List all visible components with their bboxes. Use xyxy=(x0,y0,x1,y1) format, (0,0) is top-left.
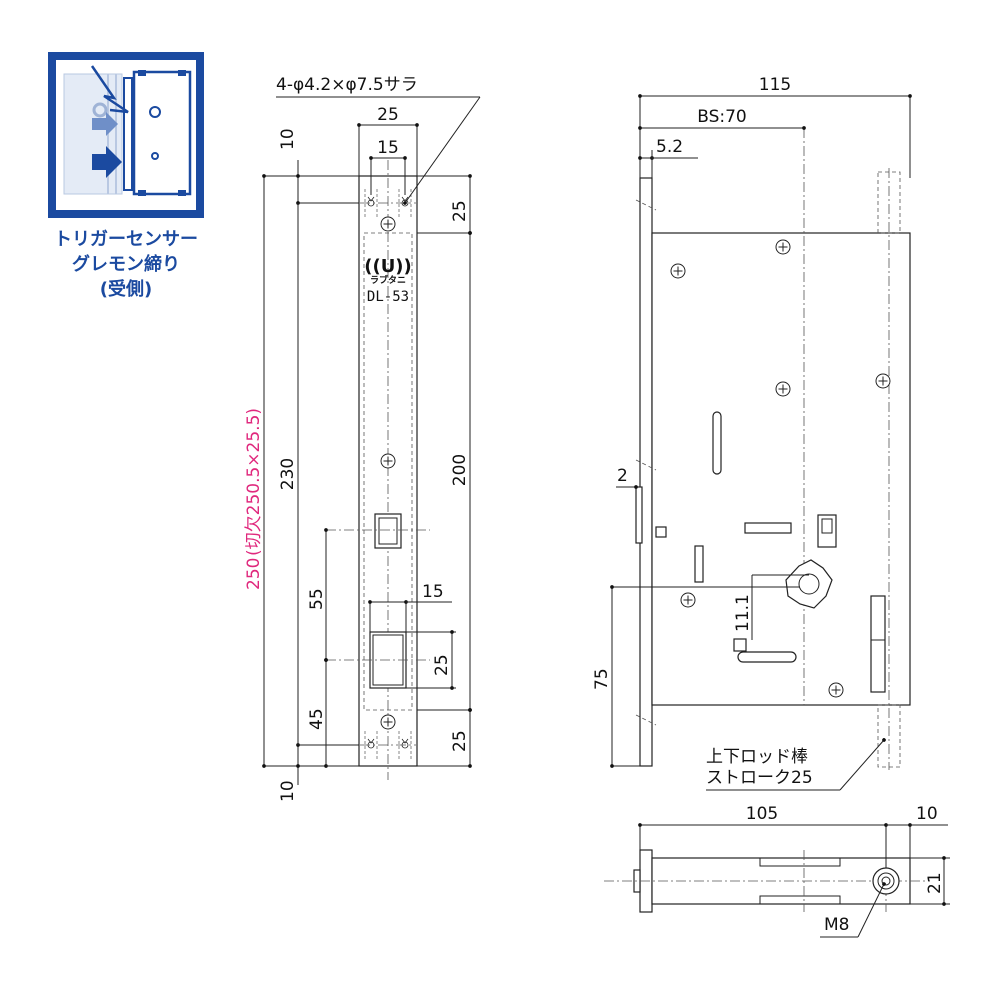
dim-height-230: 230 xyxy=(278,458,298,490)
rod-label-line2: ストローク25 xyxy=(706,768,813,788)
dim-width-105: 105 xyxy=(746,804,778,824)
latch-bar xyxy=(744,522,792,534)
screw-icon xyxy=(680,592,696,608)
lock-body xyxy=(651,232,911,706)
screw-icon xyxy=(828,682,844,698)
slot-upper xyxy=(712,411,722,475)
hole-spec: 4-φ4.2×φ7.5サラ xyxy=(276,75,418,95)
thread-label: M8 xyxy=(824,915,849,935)
badge-line2: グレモン締り xyxy=(72,253,180,275)
dim-25-window: 25 xyxy=(432,654,452,676)
feature-badge: トリガーセンサー グレモン締り (受側) xyxy=(48,52,204,300)
dim-15-window: 15 xyxy=(422,582,444,602)
dim-bottom-10: 10 xyxy=(278,780,298,802)
dim-top-10: 10 xyxy=(278,128,298,150)
dim-bottom-25: 25 xyxy=(450,730,470,752)
side-view: 115 BS:70 5.2 2 11.1 75 上下ロッド棒 ストローク25 xyxy=(592,75,912,791)
screw-icon xyxy=(380,216,396,232)
star-hub xyxy=(785,559,833,609)
dim-45: 45 xyxy=(307,708,327,730)
small-latch xyxy=(694,545,704,583)
cutout-spec: (切欠250.5×25.5) xyxy=(244,408,264,556)
slot-lower xyxy=(737,651,797,663)
badge-line1: トリガーセンサー xyxy=(54,229,198,250)
dim-55: 55 xyxy=(307,588,327,610)
faceplate xyxy=(639,177,653,767)
svg-text:ラブタニ: ラブタニ xyxy=(370,274,406,286)
svg-text:((U)): ((U)) xyxy=(364,256,412,277)
rod-label-line1: 上下ロッド棒 xyxy=(706,747,808,767)
brand-logo: ((U)) ラブタニ xyxy=(364,256,412,286)
screw-icon xyxy=(380,453,396,469)
screw-icon xyxy=(670,263,686,279)
screw-icon xyxy=(875,373,891,389)
model-label: DL-53 xyxy=(367,289,409,305)
screw-icon xyxy=(775,239,791,255)
rod-thread-icon xyxy=(872,867,900,895)
bolt-plate xyxy=(870,595,886,693)
dim-pitch-200: 200 xyxy=(450,454,470,486)
sensor-block xyxy=(817,514,837,548)
dim-pitch-15: 15 xyxy=(377,138,399,158)
dim-backset: BS:70 xyxy=(697,107,747,127)
screw-icon xyxy=(775,381,791,397)
front-view: ((U)) ラブタニ DL-53 25 15 4-φ4.2×φ7.5サラ xyxy=(244,75,481,802)
screw-icon xyxy=(380,714,396,730)
dim-width-25: 25 xyxy=(377,105,399,125)
badge-line3: (受側) xyxy=(100,278,152,300)
dim-21: 21 xyxy=(925,872,945,894)
dim-10-bottom: 10 xyxy=(916,804,938,824)
dim-75: 75 xyxy=(592,668,612,690)
dim-top-25: 25 xyxy=(450,200,470,222)
dim-height-250: 250 xyxy=(244,558,264,590)
dim-11-1: 11.1 xyxy=(733,594,753,632)
bottom-view: 105 10 21 M8 xyxy=(604,804,950,938)
dim-2: 2 xyxy=(617,466,628,486)
badge-illustration-icon xyxy=(63,65,192,196)
dim-plate-5-2: 5.2 xyxy=(656,137,683,157)
dim-overall-115: 115 xyxy=(759,75,791,95)
